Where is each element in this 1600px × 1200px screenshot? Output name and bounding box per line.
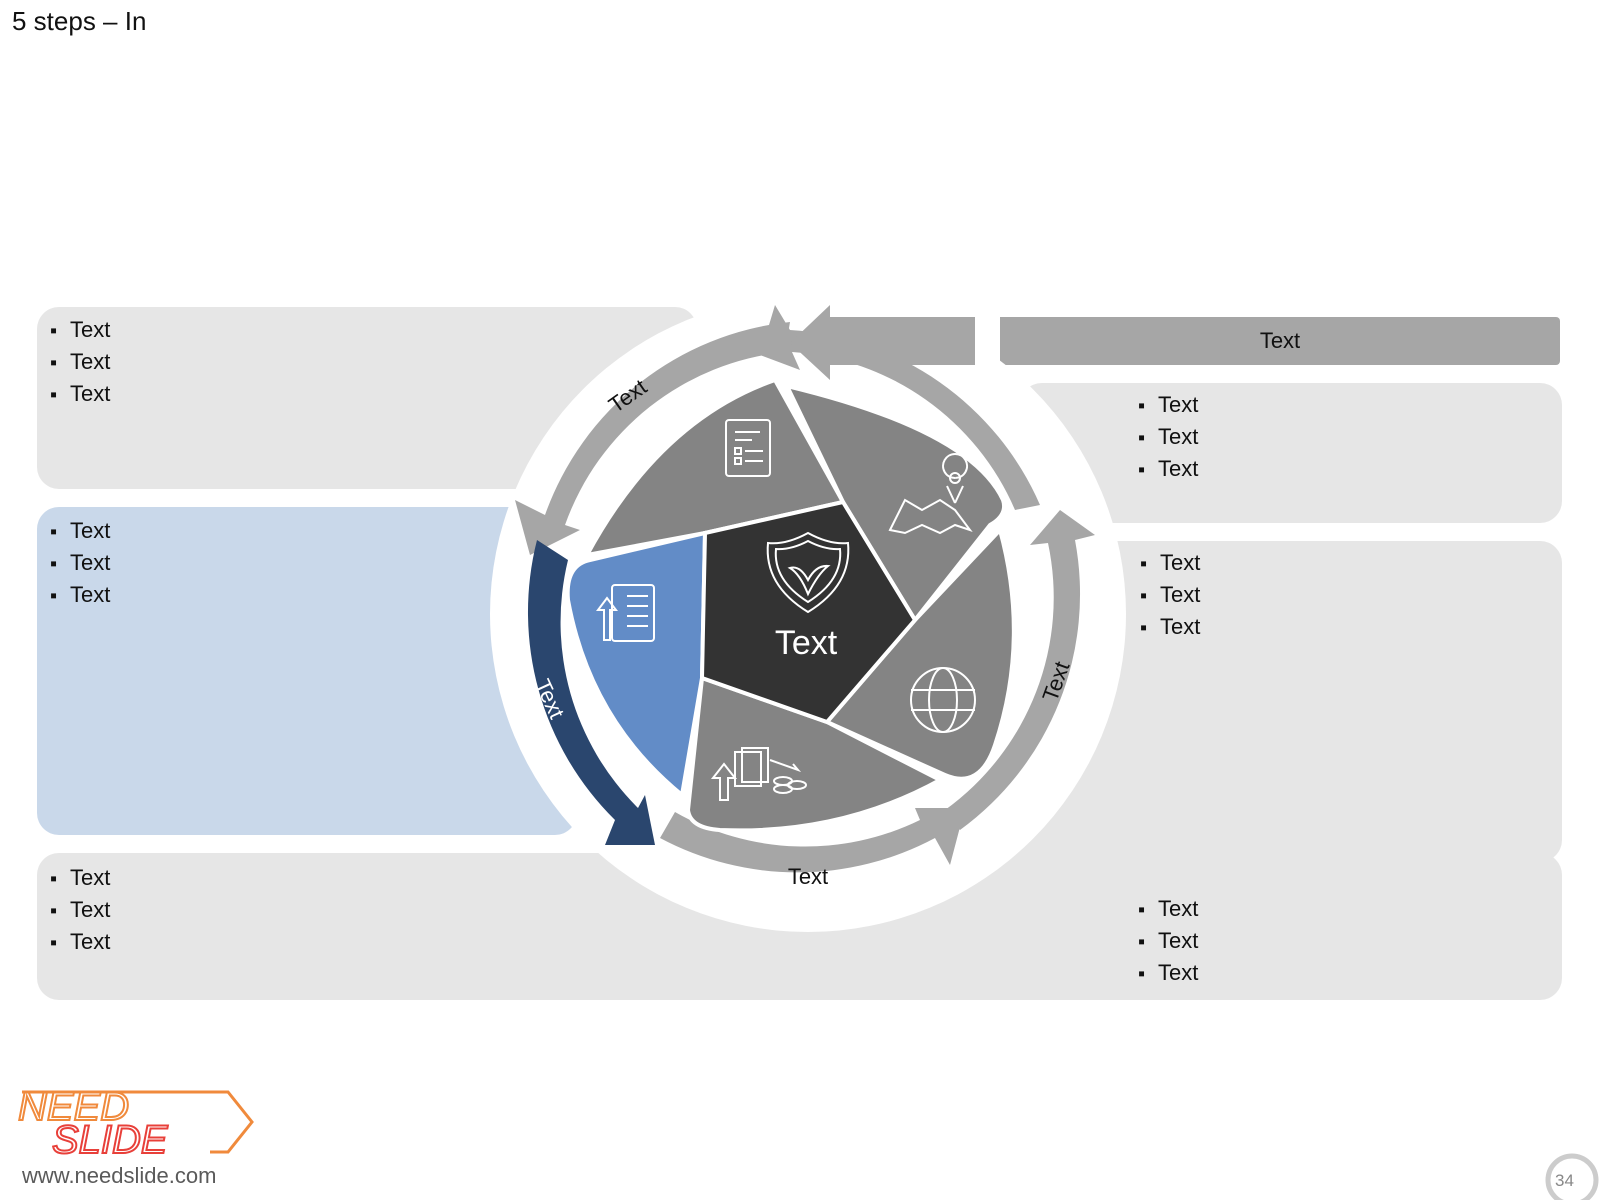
list-bottom-right: Text Text Text <box>1138 893 1198 989</box>
list-item: Text <box>1138 421 1198 453</box>
list-item: Text <box>1138 453 1198 485</box>
list-item: Text <box>50 346 110 378</box>
list-item: Text <box>50 894 110 926</box>
arrow-bottom <box>660 808 965 873</box>
list-item: Text <box>1140 579 1200 611</box>
list-item: Text <box>50 378 110 410</box>
panel-top-right <box>1020 383 1562 523</box>
list-middle-right: Text Text Text <box>1140 547 1200 643</box>
list-item: Text <box>1140 611 1200 643</box>
shield-leaf-icon <box>766 531 850 614</box>
segment-globe <box>823 526 1016 781</box>
needslide-logo: NEED SLIDE <box>17 1084 254 1163</box>
page-number: 34 <box>1555 1171 1574 1190</box>
arrow-bottom-label: Text <box>788 864 828 889</box>
documents-coins-icon <box>710 747 807 801</box>
list-item: Text <box>50 314 110 346</box>
list-item: Text <box>50 579 110 611</box>
globe-icon <box>910 667 976 733</box>
segment-tasklist <box>565 530 708 799</box>
page-number-badge <box>1545 1153 1599 1200</box>
list-item: Text <box>1138 925 1198 957</box>
panel-middle-left <box>37 507 577 835</box>
checklist-icon <box>725 419 771 477</box>
list-item: Text <box>1140 547 1200 579</box>
list-item: Text <box>1138 389 1198 421</box>
center-label: Text <box>775 624 838 662</box>
svg-text:NEED: NEED <box>18 1085 129 1129</box>
list-item: Text <box>50 515 110 547</box>
arrow-left <box>527 540 655 845</box>
list-middle-left: Text Text Text <box>50 515 110 611</box>
top-bar-arrowhead <box>790 305 975 380</box>
svg-text:SLIDE: SLIDE <box>52 1118 169 1162</box>
segment-checklist <box>583 377 847 558</box>
website-url[interactable]: www.needslide.com <box>22 1163 217 1188</box>
list-top-right: Text Text Text <box>1138 389 1198 485</box>
segment-documents <box>685 675 945 833</box>
task-list-icon <box>596 584 655 642</box>
list-item: Text <box>1138 893 1198 925</box>
top-arrow-bar <box>960 317 1560 365</box>
list-item: Text <box>50 926 110 958</box>
map-pin-icon <box>888 453 973 535</box>
list-item: Text <box>50 862 110 894</box>
arrow-top-left <box>515 322 790 555</box>
list-item: Text <box>50 547 110 579</box>
top-bar-label: Text <box>1259 328 1301 353</box>
list-item: Text <box>1138 957 1198 989</box>
slide-title: 5 steps – In <box>12 6 147 36</box>
list-top-left: Text Text Text <box>50 314 110 410</box>
list-bottom-left: Text Text Text <box>50 862 110 958</box>
arrow-right <box>945 510 1095 830</box>
segment-map <box>783 383 1007 624</box>
